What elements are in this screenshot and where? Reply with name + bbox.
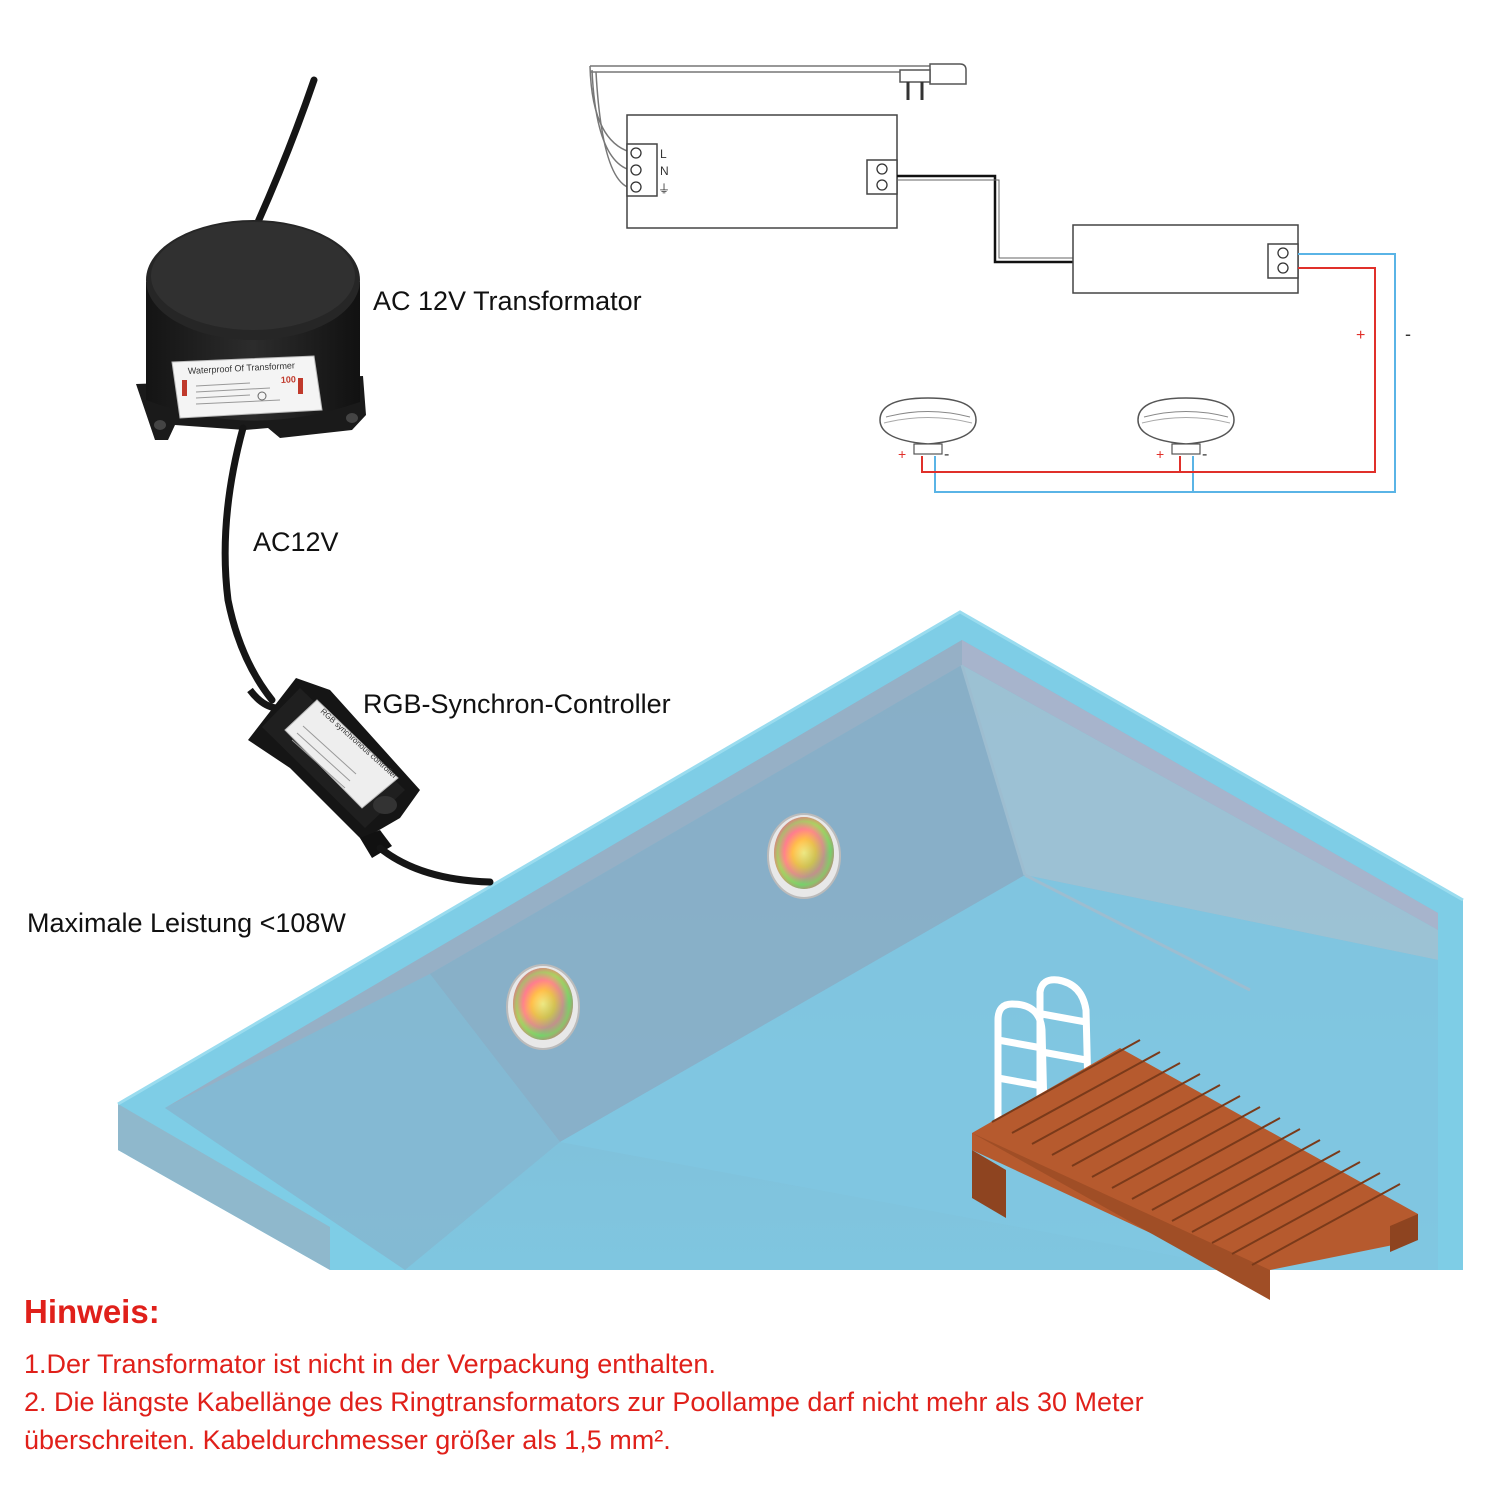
lamp-diagram-1: + - <box>879 397 977 463</box>
negative-wire <box>934 253 1396 493</box>
max-power-label: Maximale Leistung <108W <box>27 908 346 938</box>
terminal-earth-label: ⏚ <box>658 182 670 196</box>
note-section: Hinweis: 1.Der Transformator ist nicht i… <box>24 1293 1474 1459</box>
transformer-label: AC 12V Transformator <box>373 286 642 316</box>
wooden-deck <box>972 1039 1418 1300</box>
terminal-n-label: N <box>660 164 669 178</box>
transformer-sticker: Waterproof Of Transformer 100 <box>171 355 323 419</box>
lamp2-plus: + <box>1156 446 1164 462</box>
ac-voltage-label: AC12V <box>253 527 339 557</box>
positive-sign: + <box>1356 327 1365 344</box>
positive-wire <box>921 267 1376 473</box>
lamp1-plus: + <box>898 446 906 462</box>
lamp2-minus: - <box>1202 446 1207 463</box>
note-line-3: überschreiten. Kabeldurchmesser größer a… <box>24 1425 671 1455</box>
transformer-device: Waterproof Of Transformer 100 <box>136 76 366 704</box>
terminal-l-label: L <box>660 147 667 161</box>
lamp1-minus: - <box>944 446 949 463</box>
mains-plug <box>589 63 967 189</box>
controller-label: RGB-Synchron-Controller <box>363 689 671 719</box>
pool-light-2 <box>767 813 841 899</box>
note-line-1: 1.Der Transformator ist nicht in der Ver… <box>24 1349 716 1379</box>
pool-light-1 <box>506 964 580 1050</box>
note-line-2: 2. Die längste Kabellänge des Ringtransf… <box>24 1387 1144 1417</box>
pool-illustration <box>117 610 1464 1300</box>
lamp-diagram-2: + - <box>1137 397 1235 463</box>
transformer-rating: 100 <box>281 374 297 385</box>
wiring-diagram: L N ⏚ + - + - <box>589 63 1411 493</box>
controller-box <box>1072 224 1299 294</box>
negative-sign: - <box>1405 324 1411 344</box>
note-title: Hinweis: <box>24 1293 160 1330</box>
power-supply-box: L N ⏚ <box>626 114 898 229</box>
pool-ladder <box>994 976 1092 1124</box>
